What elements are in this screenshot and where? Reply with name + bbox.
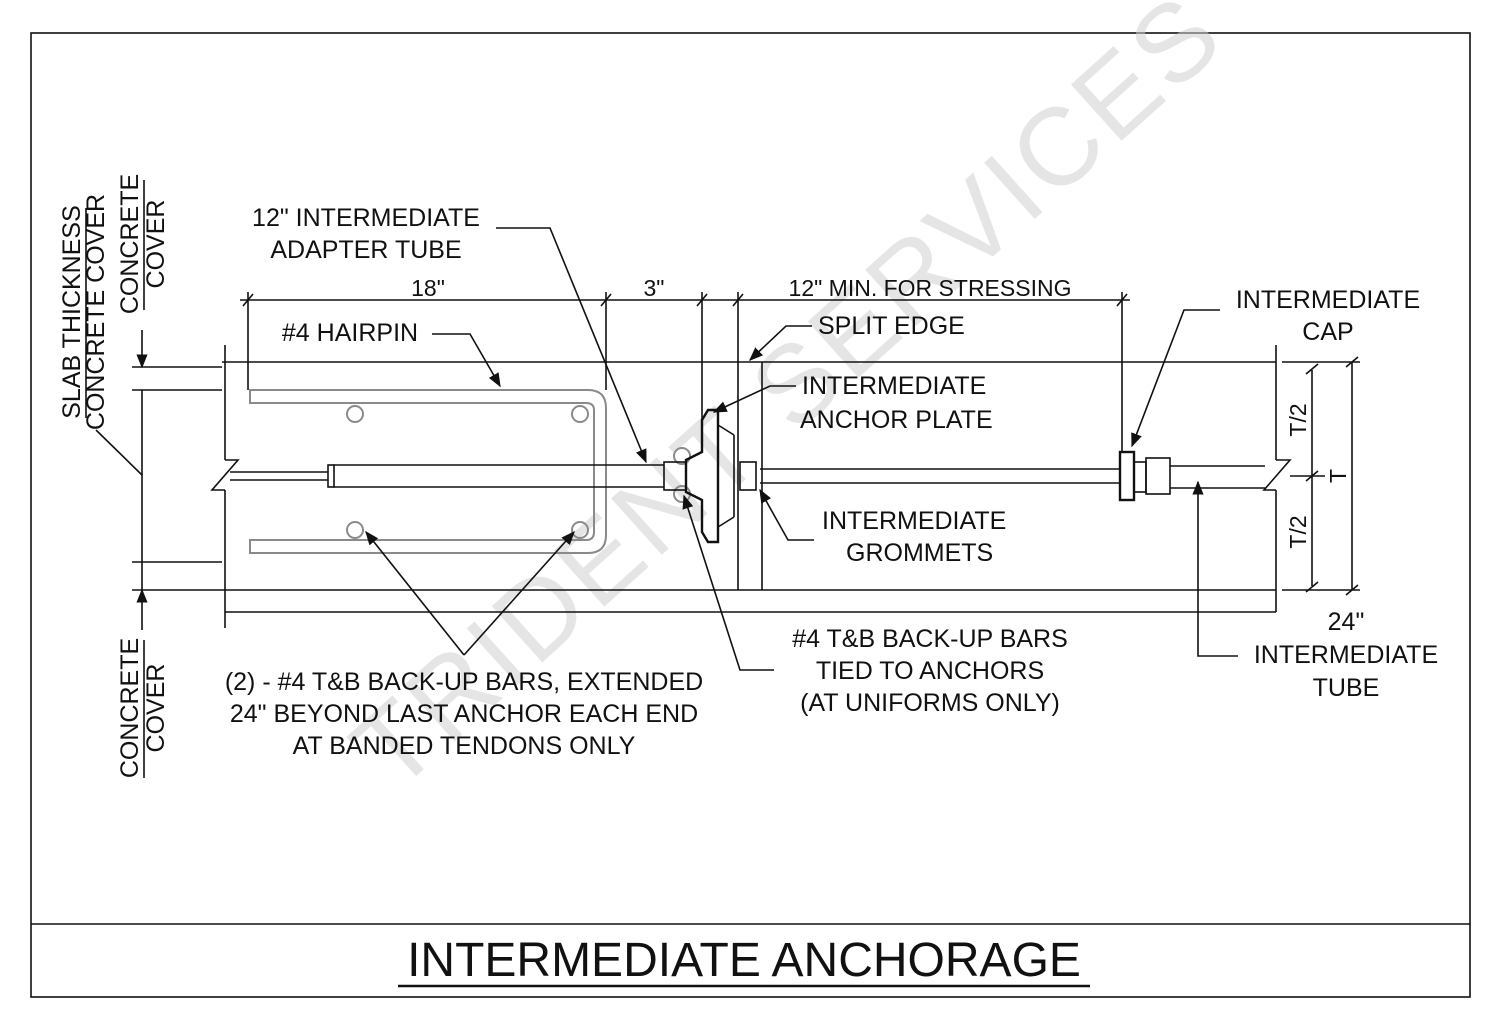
cover-lines (95, 330, 222, 630)
dim-t-half-top: T/2 (1285, 403, 1311, 436)
leader-tube (1192, 480, 1238, 657)
dim-18: 18" (411, 275, 445, 301)
callout-backup-banded-1: (2) - #4 T&B BACK-UP BARS, EXTENDED (225, 668, 703, 696)
leader-backup-uniform (682, 494, 774, 671)
top-dimensions (240, 292, 1130, 452)
leader-backup-banded-a (365, 530, 465, 656)
callout-tube-2: TUBE (1313, 674, 1380, 702)
callout-anchor-plate-1: INTERMEDIATE (802, 372, 986, 400)
dim-t: T (1325, 469, 1351, 483)
callout-split-edge: SPLIT EDGE (818, 312, 965, 340)
slab-outline (210, 345, 1292, 628)
callout-backup-banded-3: AT BANDED TENDONS ONLY (293, 732, 636, 760)
dim-24: 24" (1328, 608, 1365, 636)
callout-backup-uniform-2: TIED TO ANCHORS (816, 657, 1044, 685)
leader-anchor-plate (712, 385, 796, 413)
callout-backup-banded-2: 24" BEYOND LAST ANCHOR EACH END (230, 700, 698, 728)
dim-12-min: 12" MIN. FOR STRESSING (789, 275, 1072, 301)
callout-tube-1: INTERMEDIATE (1254, 641, 1438, 669)
leader-hairpin (432, 333, 501, 388)
leader-cap (1131, 309, 1220, 448)
callout-backup-uniform-3: (AT UNIFORMS ONLY) (800, 689, 1060, 717)
leader-split-edge (748, 325, 812, 361)
label-concrete-bot-1: CONCRETE (116, 638, 144, 778)
callout-anchor-plate-2: ANCHOR PLATE (800, 406, 993, 434)
label-concrete-bot-2: COVER (142, 664, 170, 753)
label-slab-thickness: SLAB THICKNESS (58, 205, 86, 419)
callout-hairpin: #4 HAIRPIN (282, 319, 418, 347)
callout-adapter-tube-1: 12" INTERMEDIATE (252, 204, 480, 232)
callout-cap-2: CAP (1302, 318, 1353, 346)
hairpin-bar (249, 389, 607, 554)
callout-cap-1: INTERMEDIATE (1236, 286, 1420, 314)
callout-backup-uniform-1: #4 T&B BACK-UP BARS (792, 625, 1068, 653)
callout-grommets-2: GROMMETS (846, 539, 993, 567)
anchor-plate (684, 408, 757, 544)
backup-bars (346, 405, 691, 539)
drawing-title: INTERMEDIATE ANCHORAGE (407, 934, 1081, 987)
dim-3: 3" (644, 275, 665, 301)
right-dimensions (1282, 356, 1360, 596)
label-concrete-top-2: COVER (142, 200, 170, 289)
callout-grommets-1: INTERMEDIATE (822, 507, 1006, 535)
label-concrete-top-1: CONCRETE (116, 174, 144, 314)
leader-adapter-tube (496, 227, 647, 464)
callout-adapter-tube-2: ADAPTER TUBE (270, 236, 461, 264)
leader-backup-banded-b (463, 530, 575, 656)
dim-t-half-bot: T/2 (1285, 515, 1311, 548)
sheet-border (30, 32, 1471, 998)
leader-grommets (759, 488, 814, 541)
